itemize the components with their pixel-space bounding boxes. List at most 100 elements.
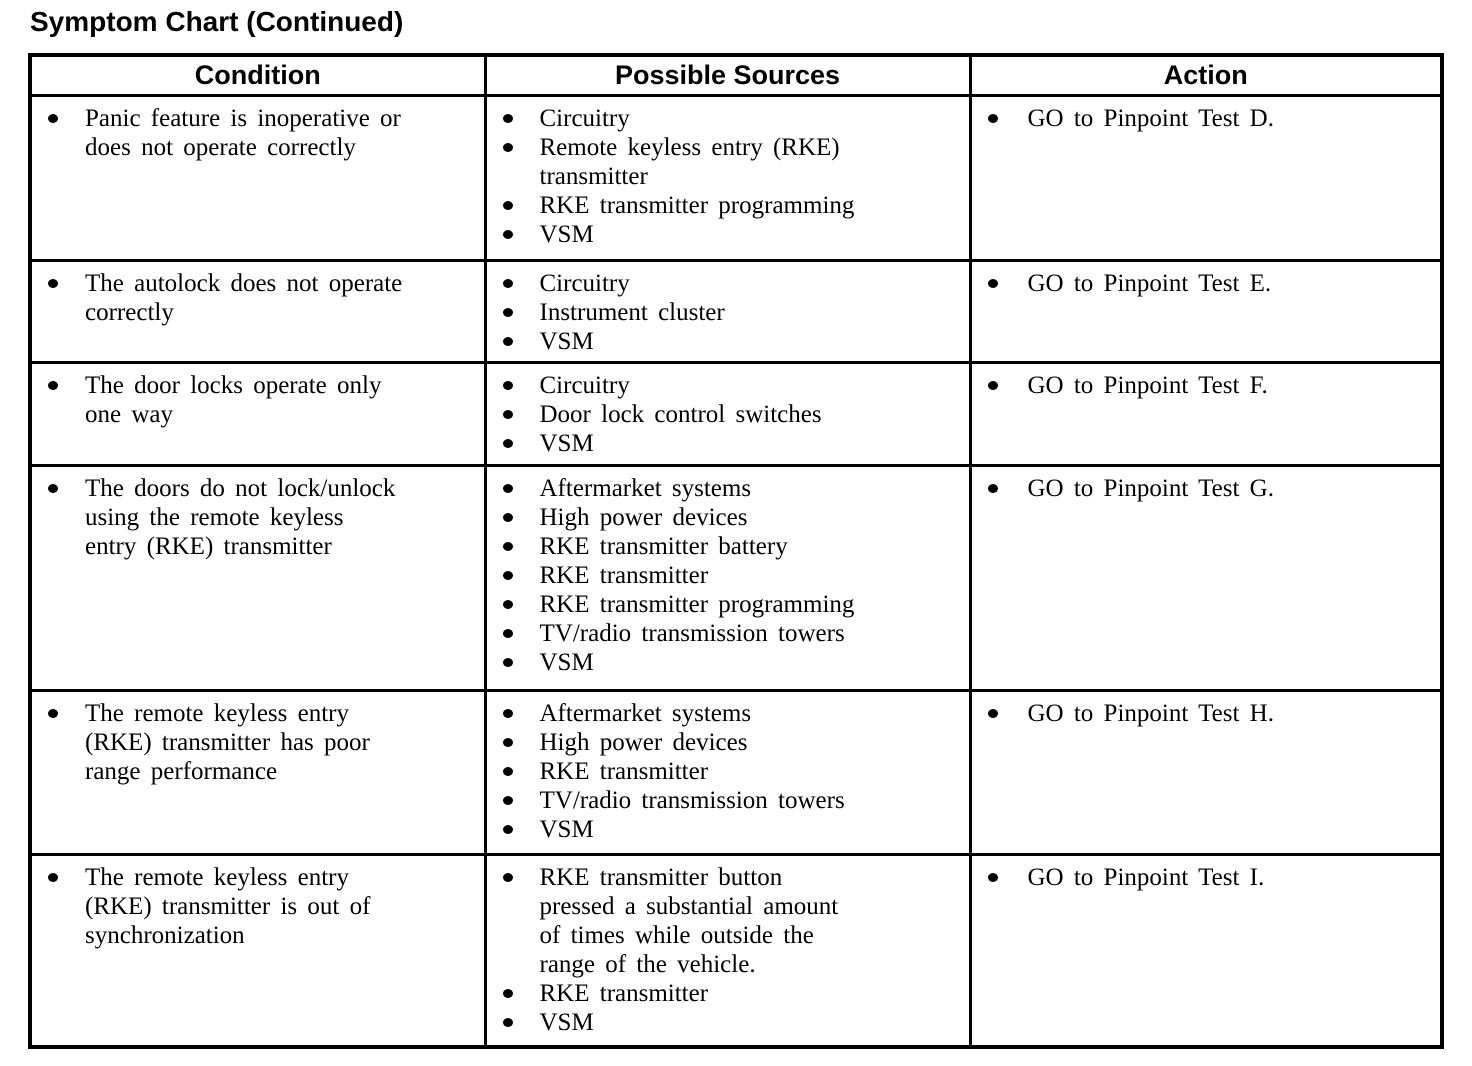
bullet-icon — [48, 380, 58, 390]
bullet-icon — [48, 708, 58, 718]
list-item: VSM — [502, 429, 955, 458]
action-cell: GO to Pinpoint Test D. — [968, 93, 1444, 262]
bullet-icon — [987, 380, 998, 390]
source-text: TV/radio transmission towers — [539, 619, 845, 647]
source-text: RKE transmitter programming — [539, 590, 855, 618]
sources-cell: Aftermarket systems High power devices R… — [483, 463, 972, 692]
source-text: RKE transmitter button pressed a substan… — [539, 863, 839, 978]
header-row: Condition Possible Sources Action — [28, 53, 1444, 97]
bullet-icon — [502, 380, 513, 390]
list-item: Remote keyless entry (RKE) transmitter — [502, 133, 955, 191]
list-item: TV/radio transmission towers — [502, 619, 955, 648]
condition-text: The doors do not lock/unlock using the r… — [85, 474, 396, 560]
list-item: Circuitry — [502, 269, 955, 298]
sources-cell: Circuitry Door lock control switches VSM — [483, 360, 972, 467]
source-text: VSM — [539, 1008, 594, 1036]
bullet-icon — [502, 737, 513, 747]
source-text: VSM — [539, 327, 594, 355]
action-cell: GO to Pinpoint Test I. — [968, 852, 1444, 1049]
list-item: Panic feature is inoperative or does not… — [48, 104, 470, 162]
source-text: VSM — [539, 815, 594, 843]
source-text: RKE transmitter — [539, 979, 709, 1007]
bullet-icon — [502, 766, 513, 776]
list-item: RKE transmitter button pressed a substan… — [502, 863, 955, 979]
bullet-icon — [987, 872, 998, 882]
action-text: GO to Pinpoint Test H. — [1027, 699, 1274, 727]
list-item: TV/radio transmission towers — [502, 786, 955, 815]
source-text: Remote keyless entry (RKE) transmitter — [539, 133, 840, 190]
source-text: Aftermarket systems — [539, 699, 752, 727]
bullet-icon — [502, 142, 513, 152]
list-item: The remote keyless entry (RKE) transmitt… — [48, 863, 470, 950]
action-text: GO to Pinpoint Test E. — [1027, 269, 1272, 297]
source-text: VSM — [539, 648, 594, 676]
column-header-action: Action — [968, 53, 1444, 97]
table-row: The doors do not lock/unlock using the r… — [28, 463, 1444, 692]
action-text: GO to Pinpoint Test I. — [1027, 863, 1265, 891]
sources-cell: Aftermarket systems High power devices R… — [483, 688, 972, 856]
list-item: High power devices — [502, 728, 955, 757]
source-text: High power devices — [539, 503, 748, 531]
list-item: Circuitry — [502, 371, 955, 400]
list-item: VSM — [502, 648, 955, 677]
list-item: GO to Pinpoint Test H. — [987, 699, 1427, 728]
list-item: Instrument cluster — [502, 298, 955, 327]
action-text: GO to Pinpoint Test F. — [1027, 371, 1268, 399]
bullet-icon — [502, 409, 513, 419]
list-item: GO to Pinpoint Test F. — [987, 371, 1427, 400]
condition-text: The remote keyless entry (RKE) transmitt… — [85, 699, 370, 785]
list-item: Door lock control switches — [502, 400, 955, 429]
bullet-icon — [502, 570, 513, 580]
condition-text: The autolock does not operate correctly — [85, 269, 403, 326]
symptom-chart-table: Condition Possible Sources Action Panic … — [28, 53, 1444, 1049]
action-cell: GO to Pinpoint Test E. — [968, 258, 1444, 364]
bullet-icon — [987, 708, 998, 718]
table-row: The remote keyless entry (RKE) transmitt… — [28, 852, 1444, 1049]
bullet-icon — [502, 336, 513, 346]
bullet-icon — [502, 708, 513, 718]
list-item: Aftermarket systems — [502, 474, 955, 503]
bullet-icon — [502, 657, 513, 667]
bullet-icon — [48, 483, 58, 493]
condition-text: Panic feature is inoperative or does not… — [85, 104, 401, 161]
sources-cell: RKE transmitter button pressed a substan… — [483, 852, 972, 1049]
list-item: RKE transmitter programming — [502, 191, 955, 220]
source-text: RKE transmitter programming — [539, 191, 855, 219]
condition-cell: The doors do not lock/unlock using the r… — [28, 463, 487, 692]
sources-cell: Circuitry Instrument cluster VSM — [483, 258, 972, 364]
list-item: RKE transmitter programming — [502, 590, 955, 619]
condition-cell: The remote keyless entry (RKE) transmitt… — [28, 852, 487, 1049]
condition-cell: The remote keyless entry (RKE) transmitt… — [28, 688, 487, 856]
list-item: VSM — [502, 220, 955, 249]
condition-cell: The door locks operate only one way — [28, 360, 487, 467]
bullet-icon — [502, 307, 513, 317]
condition-text: The door locks operate only one way — [85, 371, 382, 428]
source-text: Aftermarket systems — [539, 474, 752, 502]
column-header-condition: Condition — [28, 53, 487, 97]
bullet-icon — [502, 200, 513, 210]
list-item: RKE transmitter — [502, 979, 955, 1008]
list-item: GO to Pinpoint Test E. — [987, 269, 1427, 298]
list-item: The doors do not lock/unlock using the r… — [48, 474, 470, 561]
bullet-icon — [987, 483, 998, 493]
source-text: VSM — [539, 429, 594, 457]
list-item: RKE transmitter — [502, 561, 955, 590]
table-row: The door locks operate only one way Circ… — [28, 360, 1444, 467]
source-text: RKE transmitter — [539, 561, 709, 589]
list-item: RKE transmitter battery — [502, 532, 955, 561]
list-item: Aftermarket systems — [502, 699, 955, 728]
bullet-icon — [502, 599, 513, 609]
bullet-icon — [987, 278, 998, 288]
source-text: Circuitry — [539, 371, 630, 399]
action-cell: GO to Pinpoint Test H. — [968, 688, 1444, 856]
list-item: VSM — [502, 815, 955, 844]
source-text: High power devices — [539, 728, 748, 756]
bullet-icon — [502, 628, 513, 638]
action-text: GO to Pinpoint Test D. — [1027, 104, 1274, 132]
bullet-icon — [502, 541, 513, 551]
table-row: The autolock does not operate correctly … — [28, 258, 1444, 364]
condition-cell: The autolock does not operate correctly — [28, 258, 487, 364]
list-item: The autolock does not operate correctly — [48, 269, 470, 327]
bullet-icon — [502, 872, 513, 882]
